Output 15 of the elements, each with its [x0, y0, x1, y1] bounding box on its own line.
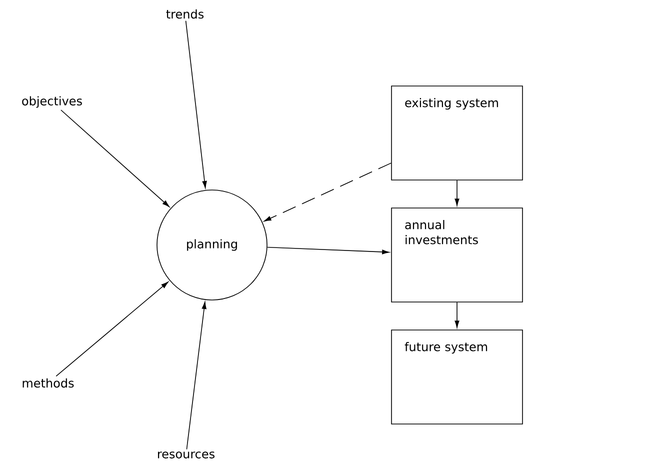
arrow: [264, 162, 392, 222]
arrow: [185, 20, 207, 188]
node-label: resources: [158, 452, 214, 458]
node-label: trends: [166, 9, 204, 19]
node-label: methods: [22, 378, 74, 388]
process-box: existing system: [391, 86, 523, 180]
node-label: objectives: [22, 96, 82, 108]
arrow: [454, 180, 460, 206]
process-box: annual investments: [391, 208, 523, 302]
process-box: future system: [391, 330, 523, 424]
arrow: [60, 110, 170, 208]
arrow: [454, 302, 460, 328]
arrow: [56, 282, 168, 377]
arrow: [186, 302, 206, 450]
arrow: [266, 246, 390, 254]
